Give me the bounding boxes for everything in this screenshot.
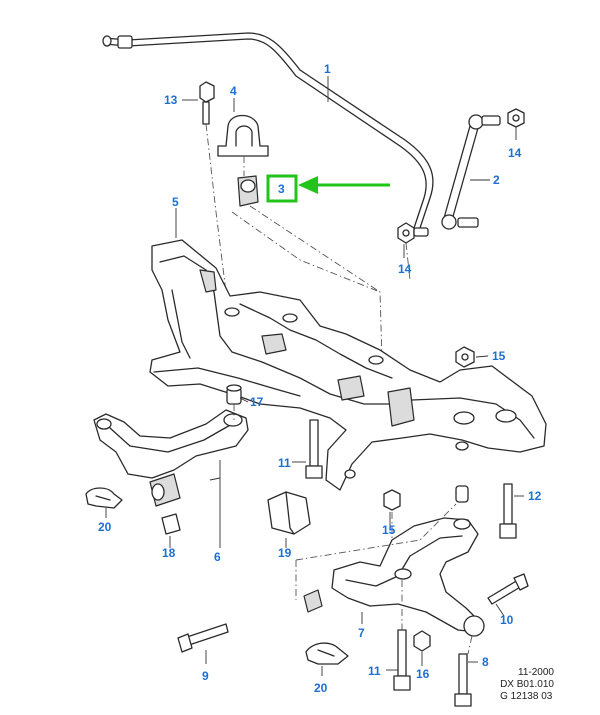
document-reference: 11-2000 DX B01.010 G 12138 03: [500, 667, 554, 703]
callout-4: 4: [230, 84, 237, 98]
arm-bush-right: [455, 485, 469, 503]
bush-clamp-bracket: [217, 114, 269, 157]
callout-18: 18: [162, 546, 176, 560]
callout-11-upper: 11: [278, 456, 291, 470]
arm-nut: [413, 630, 431, 652]
lower-arm-right: [303, 517, 485, 637]
callout-12: 12: [528, 489, 542, 503]
callout-15-upper: 15: [492, 349, 506, 363]
leader-lines: [105, 76, 524, 676]
callout-10: 10: [500, 613, 514, 627]
callout-6: 6: [214, 550, 221, 564]
assembly-guide-lines-lower: [233, 404, 473, 655]
balljoint-bolt-vertical: [454, 653, 472, 707]
callout-13: 13: [164, 93, 178, 107]
callout-1: 1: [324, 62, 331, 76]
link-nut-upper: [507, 108, 525, 128]
callout-2: 2: [493, 173, 500, 187]
balljoint-bolt: [487, 573, 529, 605]
link-nut-lower: [397, 222, 429, 244]
callout-20-lower: 20: [314, 681, 328, 695]
doc-number: G 12138 03: [500, 691, 553, 702]
front-subframe: [149, 239, 547, 491]
clamp-bolt: [199, 81, 215, 125]
callout-3: 3: [278, 182, 285, 196]
arm-bush-rear-left: [161, 513, 181, 535]
stabilizer-bush: [237, 175, 259, 207]
callout-19: 19: [278, 546, 292, 560]
subframe-nut-lower: [383, 489, 401, 511]
callout-11-lower: 11: [368, 664, 381, 678]
stabilizer-link: [441, 114, 501, 230]
callout-8: 8: [482, 655, 489, 669]
callout-5: 5: [172, 195, 179, 209]
highlight-box: [266, 174, 298, 203]
subframe-nut-upper: [455, 346, 475, 368]
callout-15-lower: 15: [382, 523, 396, 537]
bracket-left: [85, 487, 123, 509]
callout-9: 9: [202, 669, 209, 683]
arm-bush-upper: [226, 384, 242, 405]
subframe-bolt-left: [305, 419, 323, 479]
bracket-bottom: [305, 642, 349, 665]
callout-14-lower: 14: [398, 262, 412, 276]
callout-14-upper: 14: [508, 146, 522, 160]
callout-16: 16: [416, 667, 430, 681]
highlight-arrow: [298, 176, 390, 194]
doc-code: DX B01.010: [500, 679, 554, 690]
lower-arm-left: [93, 409, 249, 507]
stabilizer-bar: [102, 32, 434, 229]
callout-17: 17: [250, 395, 264, 409]
callout-7: 7: [358, 626, 365, 640]
arm-bolt-left: [177, 623, 229, 653]
arm-bolt-bottom: [393, 629, 411, 691]
callout-20-left: 20: [98, 520, 112, 534]
doc-date: 11-2000: [518, 667, 554, 678]
assembly-guide-lines: [205, 123, 411, 361]
subframe-bolt-right: [499, 483, 517, 539]
arm-bush-large: [267, 491, 311, 535]
